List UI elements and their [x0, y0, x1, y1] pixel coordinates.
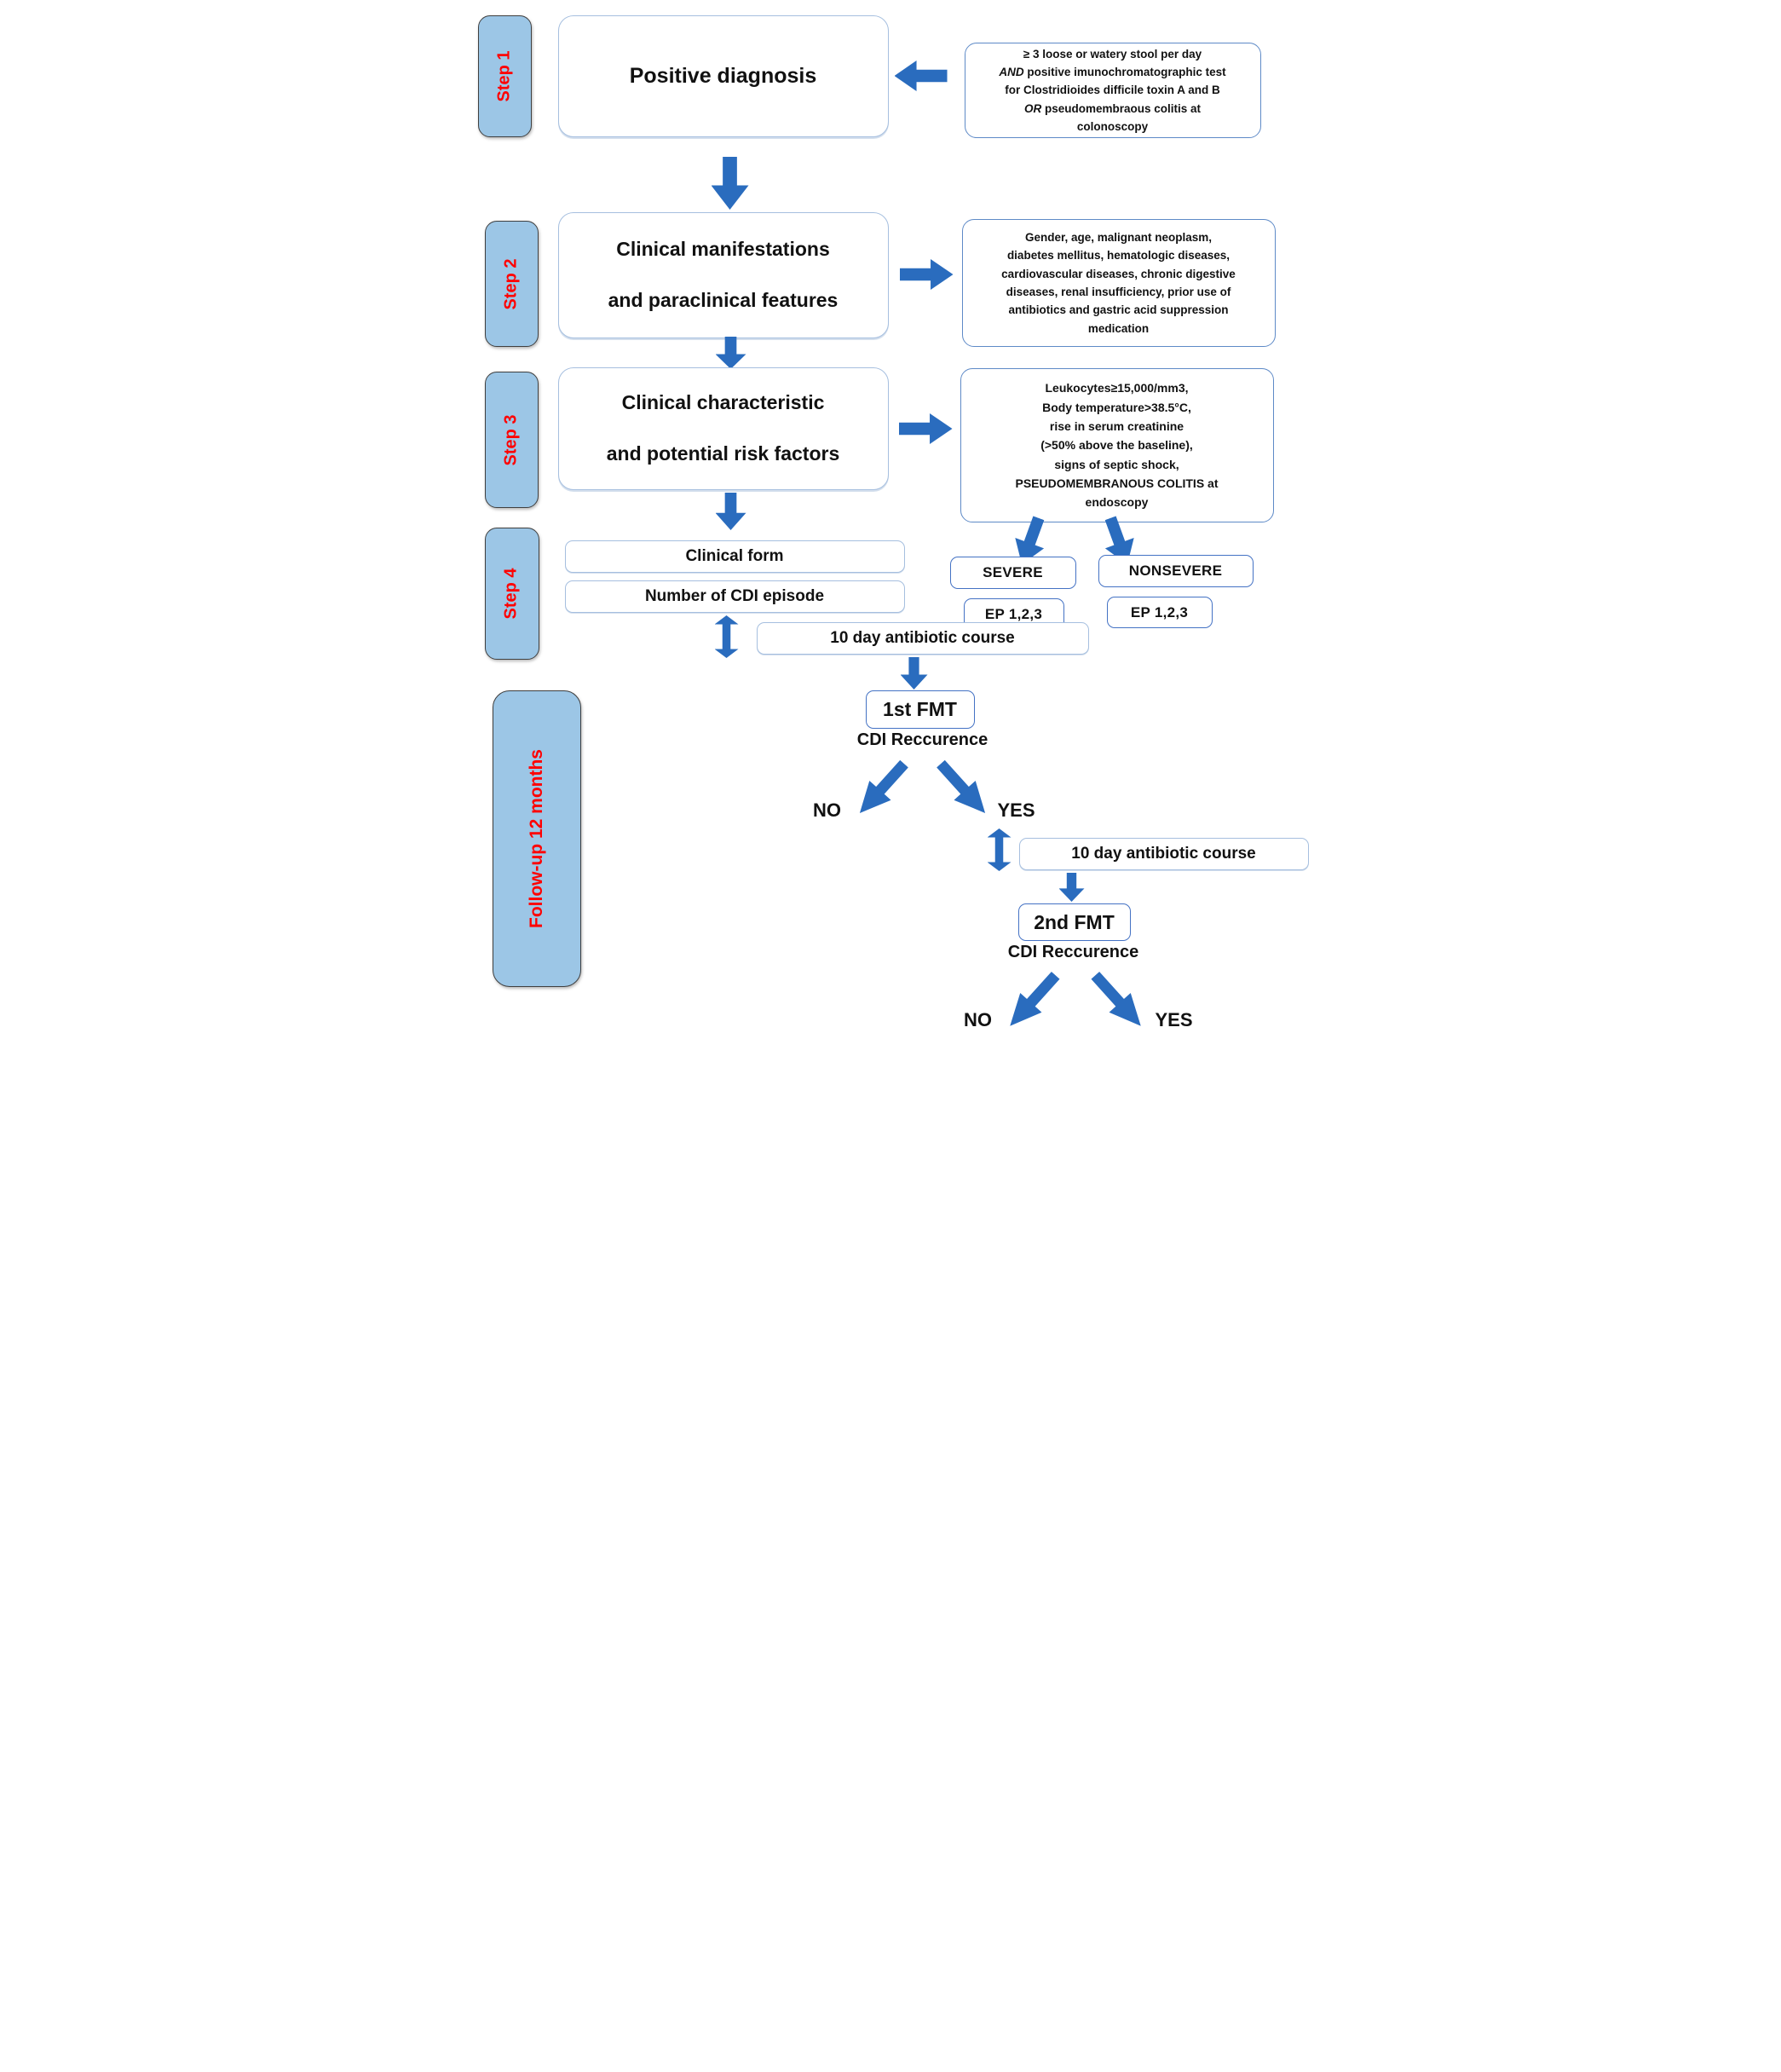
severe-label: SEVERE — [983, 564, 1043, 580]
step-2-badge: Step 2 — [484, 221, 539, 347]
second-fmt-label: 2nd FMT — [1034, 910, 1115, 933]
arrow-step2-down — [715, 337, 746, 369]
antibiotic-course-2-box: 10 day antibiotic course — [1018, 838, 1309, 870]
first-fmt-box: 1st FMT — [865, 690, 975, 729]
followup-label: Follow-up 12 months — [526, 749, 546, 928]
no-2-label: NO — [964, 1009, 992, 1030]
characteristic-line2: and potential risk factors — [606, 442, 840, 465]
manifestations-line2: and paraclinical features — [608, 289, 839, 311]
yes-1-label: YES — [997, 799, 1035, 821]
second-fmt-box: 2nd FMT — [1017, 903, 1131, 941]
double-arrow-yes-antibiotic — [987, 828, 1012, 871]
cdi-fmt-flowchart: Step 1 Step 2 Step 3 Step 4 Follow-up 12… — [445, 0, 1336, 1036]
nonsevere-box: NONSEVERE — [1098, 555, 1254, 587]
double-arrow-episode-antibiotic — [714, 615, 739, 658]
positive-diagnosis-label: Positive diagnosis — [629, 64, 817, 88]
characteristic-line1: Clinical characteristic — [621, 391, 825, 414]
step-2-label: Step 2 — [501, 257, 521, 310]
clinical-characteristic-box: Clinical characteristic and potential ri… — [557, 367, 889, 490]
severe-box: SEVERE — [949, 557, 1076, 589]
step-3-label: Step 3 — [501, 413, 521, 466]
arrow-step1-down — [711, 157, 749, 210]
step-1-badge: Step 1 — [477, 15, 532, 137]
arrow-step3-down — [715, 493, 746, 530]
ep-nonsevere-box: EP 1,2,3 — [1106, 597, 1213, 628]
clinical-manifestations-box: Clinical manifestations and paraclinical… — [557, 212, 889, 338]
manifestations-line1: Clinical manifestations — [616, 238, 830, 261]
followup-badge: Follow-up 12 months — [492, 690, 581, 987]
cdi-episode-count-box: Number of CDI episode — [564, 580, 905, 613]
arrow-criteria-to-diagnosis — [894, 61, 948, 91]
cdi-recurrence-2-label: CDI Reccurence — [1007, 943, 1139, 961]
cdi-recurrence-1-label: CDI Reccurence — [856, 730, 988, 749]
clinical-form-label: Clinical form — [685, 547, 784, 565]
antibiotic-course-1-box: 10 day antibiotic course — [756, 622, 1089, 655]
ep-severe-label: EP 1,2,3 — [984, 605, 1043, 622]
severity-criteria-box: Leukocytes≥15,000/mm3,Body temperature>3… — [960, 368, 1274, 522]
step-4-badge: Step 4 — [484, 528, 539, 660]
arrow-step2-right — [899, 259, 954, 290]
clinical-form-box: Clinical form — [564, 540, 905, 573]
step-1-label: Step 1 — [494, 50, 514, 102]
first-fmt-label: 1st FMT — [883, 698, 957, 720]
arrow-step3-right — [898, 413, 953, 444]
ep-nonsevere-label: EP 1,2,3 — [1130, 603, 1189, 620]
arrow-antibiotic2-to-fmt2 — [1058, 873, 1085, 902]
step-3-badge: Step 3 — [484, 372, 539, 508]
risk-factors-box: Gender, age, malignant neoplasm,diabetes… — [961, 219, 1276, 347]
antibiotic-course-2-label: 10 day antibiotic course — [1071, 845, 1256, 863]
cdi-episode-count-label: Number of CDI episode — [644, 587, 825, 605]
positive-diagnosis-box: Positive diagnosis — [557, 15, 889, 137]
antibiotic-course-1-label: 10 day antibiotic course — [830, 629, 1015, 647]
step-4-label: Step 4 — [502, 568, 521, 620]
yes-2-label: YES — [1155, 1009, 1193, 1030]
nonsevere-label: NONSEVERE — [1128, 563, 1223, 579]
arrow-antibiotic-to-fmt1 — [900, 657, 928, 690]
no-1-label: NO — [813, 799, 841, 821]
